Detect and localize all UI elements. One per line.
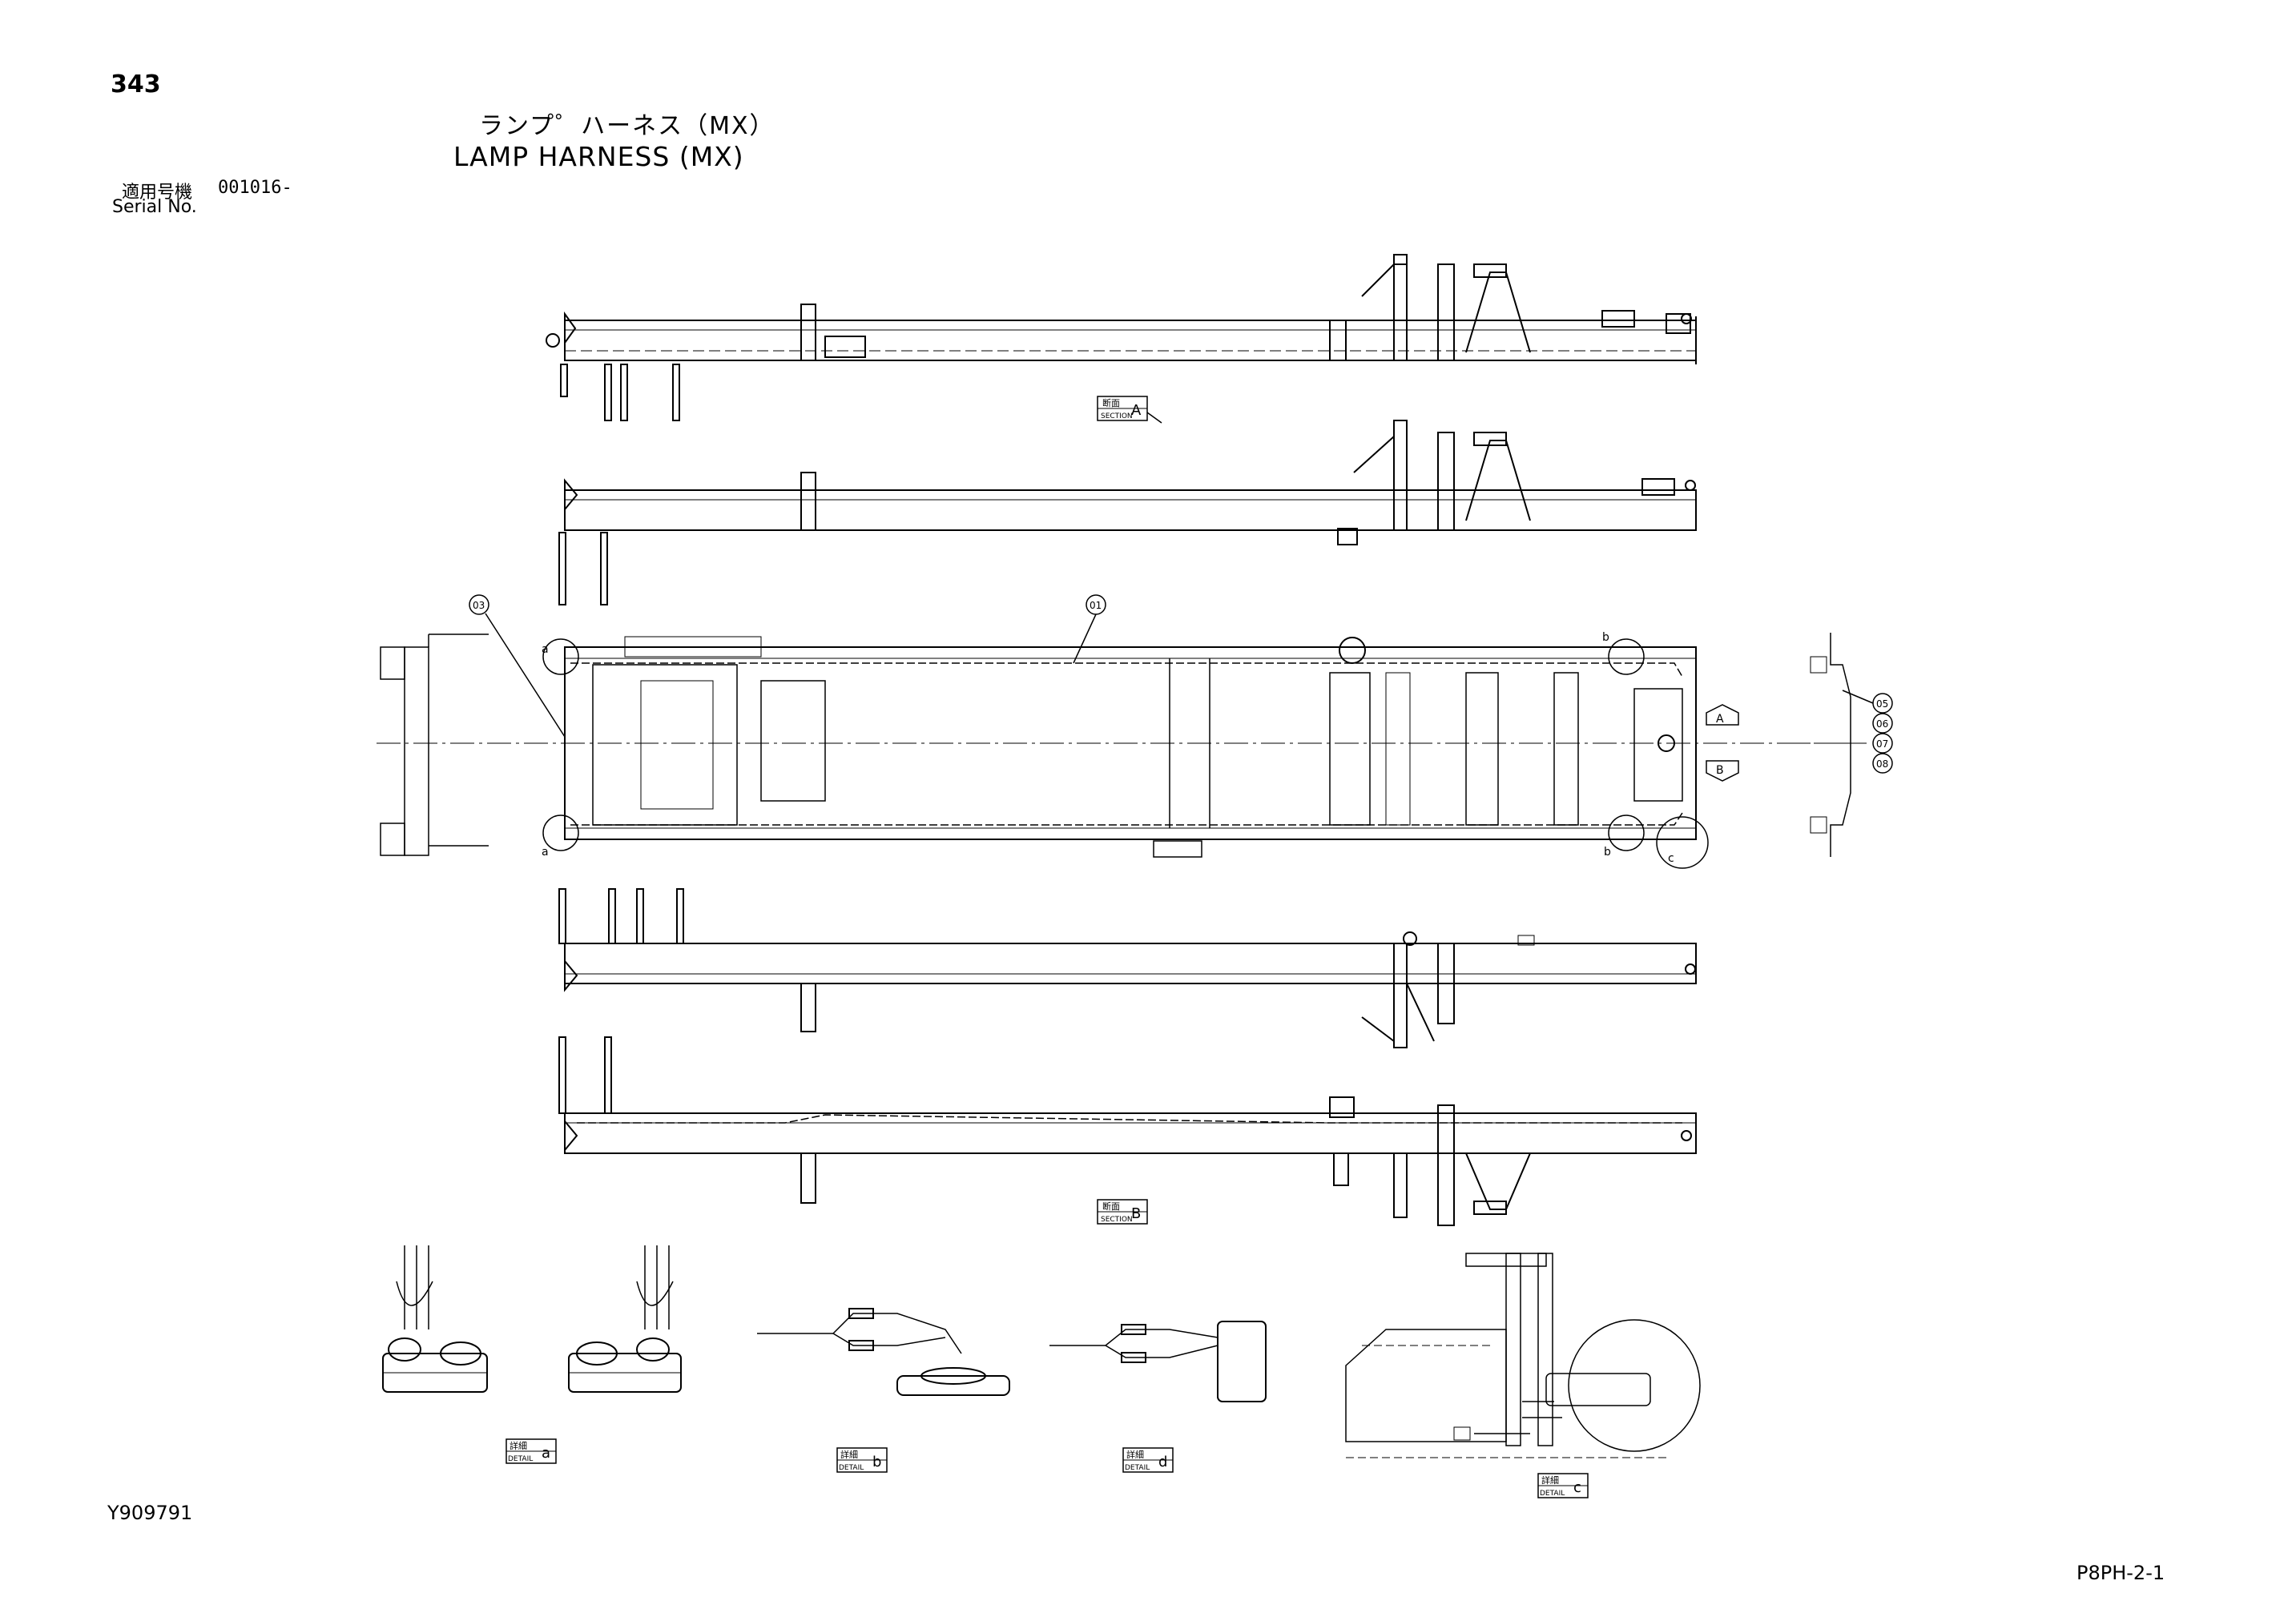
detail-mark-a-bottom: a xyxy=(542,846,549,859)
drawing-number: Y909791 xyxy=(107,1502,193,1524)
callout-01: 01 xyxy=(1090,600,1102,611)
detail-label-c-jp: 詳細 xyxy=(1541,1474,1559,1486)
callout-06: 06 xyxy=(1876,718,1888,730)
detail-label-d-en: DETAIL xyxy=(1125,1464,1150,1472)
detail-label-d-jp: 詳細 xyxy=(1126,1449,1144,1460)
frame-elevation-5 xyxy=(558,1036,1697,1226)
detail-label-b-en: DETAIL xyxy=(839,1464,864,1472)
detail-label-b-jp: 詳細 xyxy=(840,1449,858,1460)
callout-03: 03 xyxy=(473,600,485,611)
section-arrow-b: B xyxy=(1716,764,1724,777)
detail-label-d: 詳細 DETAIL d xyxy=(1122,1447,1174,1473)
detail-label-a: 詳細 DETAIL a xyxy=(506,1438,557,1464)
detail-mark-b-bottom: b xyxy=(1604,846,1611,859)
serial-number-value: 001016- xyxy=(218,178,292,198)
detail-label-b-letter: b xyxy=(872,1454,881,1470)
title-japanese: ランプ゜ハーネス（MX） xyxy=(479,112,775,140)
detail-label-a-en: DETAIL xyxy=(508,1455,533,1463)
page-number: 343 xyxy=(111,70,161,99)
document-code: P8PH-2-1 xyxy=(2076,1562,2165,1584)
section-label-a-en: SECTION xyxy=(1101,412,1133,420)
detail-label-c-letter: c xyxy=(1573,1479,1581,1496)
detail-mark-a-top: a xyxy=(542,643,549,656)
frame-elevation-4 xyxy=(558,888,1697,1048)
serial-label-english: Serial No. xyxy=(112,197,197,217)
callout-05: 05 xyxy=(1876,698,1888,710)
detail-label-a-letter: a xyxy=(542,1445,550,1462)
detail-d-connector xyxy=(1049,1321,1267,1402)
section-label-b-letter: B xyxy=(1131,1205,1141,1222)
detail-mark-b-top: b xyxy=(1602,631,1609,644)
section-label-a: 断面 SECTION A xyxy=(1097,396,1162,424)
detail-b-connector xyxy=(757,1308,1010,1396)
detail-label-b: 詳細 DETAIL b xyxy=(836,1447,888,1473)
callouts-right: 05 06 07 08 xyxy=(1842,690,1893,774)
callout-08: 08 xyxy=(1876,758,1888,770)
end-view-right xyxy=(1795,633,1867,857)
serial-label-japanese: 適用号機 xyxy=(122,183,193,203)
section-label-b-jp: 断面 xyxy=(1102,1201,1120,1212)
frame-elevation-1 xyxy=(546,254,1697,421)
section-label-a-jp: 断面 xyxy=(1102,397,1120,408)
frame-elevation-2 xyxy=(558,420,1697,605)
section-label-b-en: SECTION xyxy=(1101,1216,1133,1224)
section-label-b: 断面 SECTION B xyxy=(1097,1199,1148,1225)
section-arrow-a: A xyxy=(1716,713,1724,726)
callout-07: 07 xyxy=(1876,738,1888,750)
detail-c-bracket xyxy=(1345,1253,1701,1458)
detail-label-c: 詳細 DETAIL c xyxy=(1537,1473,1589,1498)
section-label-a-letter: A xyxy=(1131,402,1142,419)
end-view-left xyxy=(380,634,489,856)
detail-label-c-en: DETAIL xyxy=(1540,1490,1565,1498)
detail-label-d-letter: d xyxy=(1158,1454,1167,1470)
title-english: LAMP HARNESS (MX) xyxy=(453,141,744,172)
detail-a-lamps xyxy=(382,1245,682,1393)
detail-mark-c: c xyxy=(1668,852,1674,865)
detail-label-a-jp: 詳細 xyxy=(510,1440,527,1451)
frame-plan-view: a a b b c A B 01 03 xyxy=(377,594,1859,869)
